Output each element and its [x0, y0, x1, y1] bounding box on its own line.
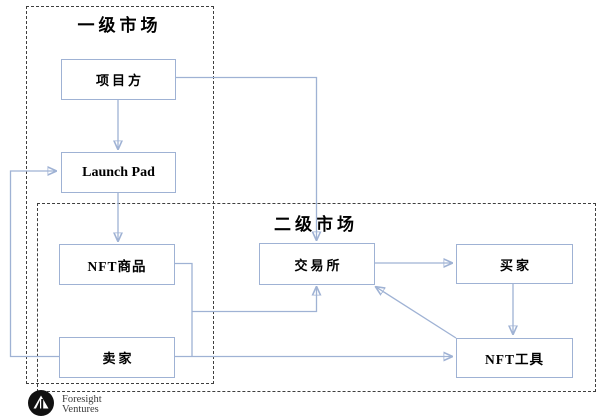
logo-text-line2: Ventures: [62, 403, 99, 415]
node-nft-tools-label: NFT工具: [485, 352, 544, 367]
foresight-logo-icon: [28, 390, 54, 416]
node-nft-goods-label: NFT商品: [87, 258, 147, 274]
node-buyer-label: 买家: [499, 257, 532, 273]
node-exchange: 交易所: [259, 243, 375, 285]
node-project-label: 项目方: [95, 73, 144, 88]
node-seller: 卖家: [59, 337, 175, 378]
node-exchange-label: 交易所: [294, 257, 343, 273]
foresight-ventures-logo: Foresight Ventures: [28, 390, 102, 416]
primary-market-label: 一级市场: [77, 16, 162, 35]
foresight-logo-text: Foresight Ventures: [62, 395, 102, 414]
node-launch-pad: Launch Pad: [61, 152, 176, 193]
node-project: 项目方: [61, 59, 176, 100]
node-nft-tools: NFT工具: [456, 338, 573, 378]
node-buyer: 买家: [456, 244, 573, 284]
logo-text-line1: Foresight: [62, 394, 102, 405]
secondary-market-label: 二级市场: [274, 215, 358, 234]
node-launch-pad-label: Launch Pad: [82, 164, 155, 180]
node-seller-label: 卖家: [102, 351, 135, 366]
node-nft-goods: NFT商品: [59, 244, 175, 285]
